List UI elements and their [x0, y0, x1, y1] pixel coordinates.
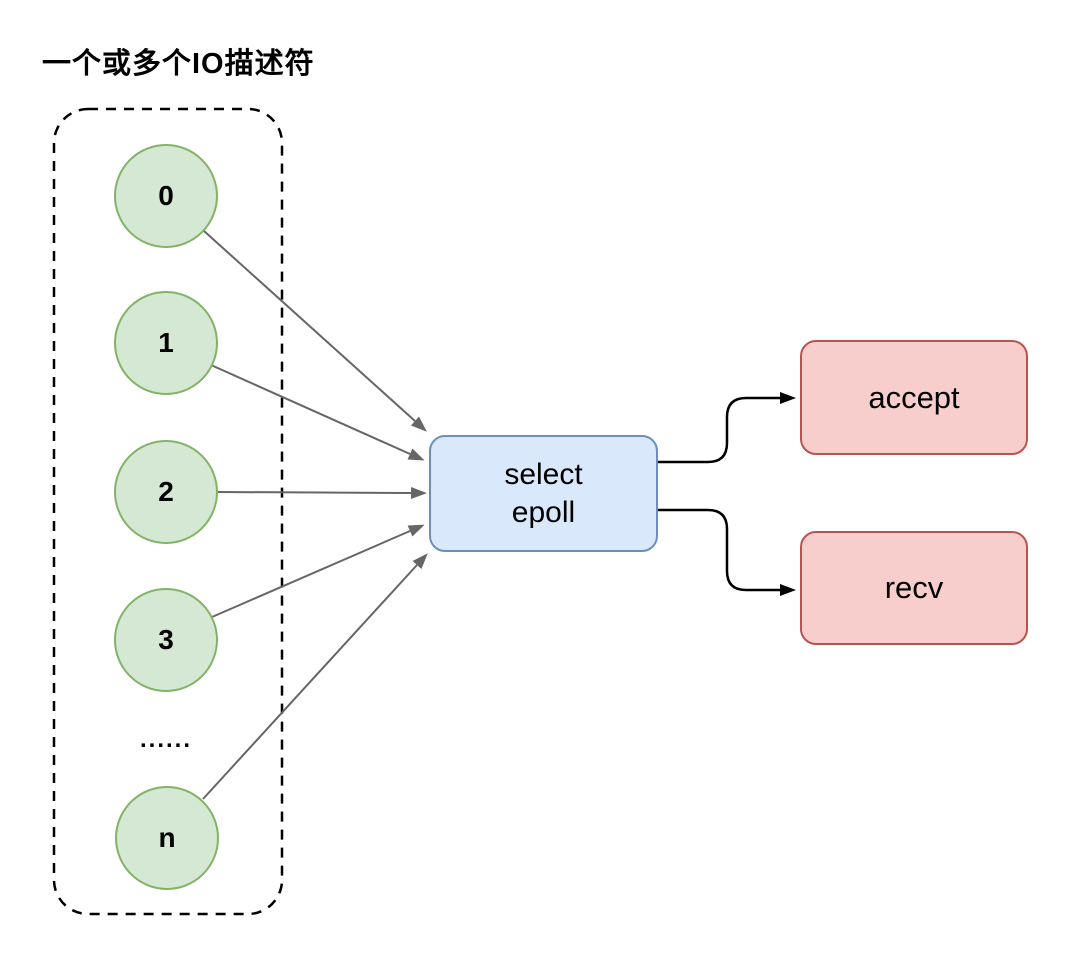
multiplexer-node: select epoll	[429, 435, 658, 552]
descriptor-ellipsis: ......	[139, 726, 192, 753]
fd-circle-n: n	[115, 786, 219, 890]
fd-circle-0: 0	[114, 144, 218, 248]
fd-circle-1-label: 1	[158, 327, 174, 358]
multiplexer-label-select: select	[504, 458, 583, 491]
recv-node: recv	[800, 531, 1028, 645]
fd-circle-1: 1	[114, 291, 218, 395]
diagram-title: 一个或多个IO描述符	[42, 48, 315, 80]
fd-circle-3-label: 3	[158, 624, 174, 655]
arrow-multiplexer-to-recv	[658, 508, 796, 596]
arrow-fdn-to-multiplexer	[202, 553, 428, 800]
fd-circle-2-label: 2	[158, 476, 174, 507]
arrow-fd1-to-multiplexer	[210, 364, 425, 461]
descriptor-container-outline	[52, 107, 284, 916]
arrow-fd2-to-multiplexer	[217, 487, 427, 499]
fd-circle-n-label: n	[158, 822, 176, 853]
arrow-fd0-to-multiplexer	[203, 230, 427, 432]
accept-node: accept	[800, 340, 1028, 455]
fd-circle-3: 3	[114, 588, 218, 692]
fd-circle-2: 2	[114, 440, 218, 544]
fd-circle-0-label: 0	[158, 180, 174, 211]
accept-node-label: accept	[868, 379, 960, 415]
arrow-fd3-to-multiplexer	[211, 524, 425, 618]
recv-node-label: recv	[884, 570, 944, 605]
arrow-multiplexer-to-accept	[658, 392, 796, 464]
multiplexer-label-epoll: epoll	[511, 495, 576, 529]
